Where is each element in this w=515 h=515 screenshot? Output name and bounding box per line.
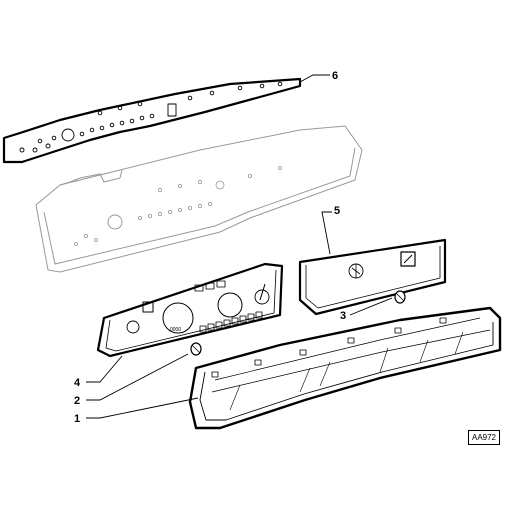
part-1-lens-frame <box>188 306 502 430</box>
callout-3: 3 <box>340 310 346 322</box>
gauge-odometer-marking: 0000 <box>170 327 181 333</box>
part-4-gauge-dial-face <box>96 262 284 358</box>
leader-lines <box>86 74 393 419</box>
callout-6: 6 <box>332 70 338 82</box>
part-5-right-dial-plate <box>298 238 447 316</box>
part-3-bulb <box>394 290 406 304</box>
drawing-code-label: AA972 <box>468 430 500 445</box>
instrument-panel-housing-ghost <box>35 125 363 273</box>
callout-5: 5 <box>334 205 340 217</box>
callout-1: 1 <box>74 413 80 425</box>
part-6-circuit-board <box>2 77 302 164</box>
part-2-bulb <box>190 342 202 356</box>
callout-2: 2 <box>74 395 80 407</box>
callout-4: 4 <box>74 377 81 389</box>
